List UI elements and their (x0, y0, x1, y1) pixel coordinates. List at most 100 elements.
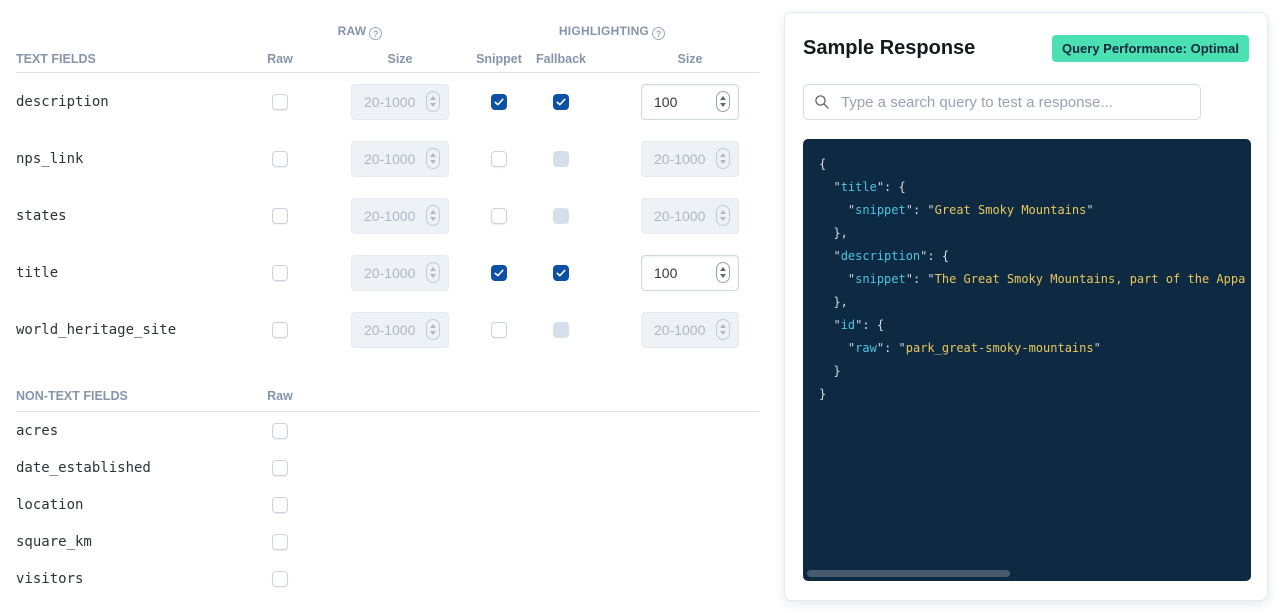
field-row-world_heritage_site: world_heritage_site 20-1000 20-1000 (16, 301, 760, 358)
fallback-checkbox-world_heritage_site (553, 321, 569, 338)
stepper-icon (716, 91, 730, 112)
snippet-checkbox-world_heritage_site[interactable] (491, 321, 507, 338)
group-header-row: RAW? HIGHLIGHTING? (16, 0, 760, 46)
check-icon (556, 98, 566, 105)
field-name-label: description (16, 93, 109, 110)
stepper-up-icon (720, 267, 726, 271)
raw-help-icon[interactable]: ? (369, 27, 383, 40)
field-row-description: description 20-1000 100 (16, 73, 760, 130)
search-box[interactable] (803, 84, 1201, 120)
stepper-up-icon (430, 96, 436, 100)
size-placeholder: 20-1000 (654, 207, 706, 224)
raw-checkbox-world_heritage_site[interactable] (272, 321, 288, 338)
code-line: "raw": "park_great-smoky-mountains" (847, 341, 1101, 355)
stepper-icon (716, 205, 730, 226)
snippet-checkbox-title[interactable] (491, 264, 507, 281)
raw-size-input-title: 20-1000 (351, 254, 449, 291)
code-line: "description": { (833, 249, 950, 263)
highlighting-size-input-world_heritage_site: 20-1000 (641, 311, 739, 348)
raw-size-input-world_heritage_site: 20-1000 (351, 311, 449, 348)
snippet-checkbox-description[interactable] (491, 93, 507, 110)
size-value: 100 (654, 93, 678, 110)
field-row-acres: acres (16, 412, 760, 449)
code-line: "snippet": "The Great Smoky Mountains, p… (847, 272, 1246, 286)
stepper-up-icon (720, 210, 726, 214)
response-code-block[interactable]: { "title": { "snippet": "Great Smoky Mou… (803, 139, 1251, 581)
sample-response-panel: Sample Response Query Performance: Optim… (784, 12, 1268, 601)
fallback-checkbox-nps_link (553, 150, 569, 167)
snippet-checkbox-states[interactable] (491, 207, 507, 224)
code-line: }, (819, 295, 848, 309)
highlighting-size-input-description[interactable]: 100 (641, 83, 739, 120)
col-header-raw: Raw (267, 52, 293, 66)
code-line: { (819, 157, 827, 171)
raw-size-input-states: 20-1000 (351, 197, 449, 234)
highlighting-size-input-nps_link: 20-1000 (641, 140, 739, 177)
size-placeholder: 20-1000 (364, 150, 416, 167)
col-header-raw-size: Size (387, 52, 413, 66)
size-placeholder: 20-1000 (364, 264, 416, 281)
code-line: "id": { (833, 318, 885, 332)
fallback-checkbox-description[interactable] (553, 93, 569, 110)
raw-checkbox-square_km[interactable] (272, 533, 288, 550)
stepper-down-icon (720, 103, 726, 107)
col-header-snippet: Snippet (476, 52, 522, 66)
col-header-fallback: Fallback (535, 52, 587, 66)
stepper-up-icon (430, 267, 436, 271)
raw-size-input-description: 20-1000 (351, 83, 449, 120)
panel-header: Sample Response Query Performance: Optim… (803, 35, 1249, 62)
size-placeholder: 20-1000 (654, 150, 706, 167)
raw-checkbox-acres[interactable] (272, 422, 288, 439)
field-row-title: title 20-1000 100 (16, 244, 760, 301)
size-placeholder: 20-1000 (364, 321, 416, 338)
raw-checkbox-nps_link[interactable] (272, 150, 288, 167)
search-query-input[interactable] (839, 92, 1190, 112)
raw-size-input-nps_link: 20-1000 (351, 140, 449, 177)
field-name-label: world_heritage_site (16, 321, 177, 338)
size-value: 100 (654, 264, 678, 281)
highlighting-help-icon[interactable]: ? (652, 27, 666, 40)
field-row-location: location (16, 486, 760, 523)
text-fields-rows: description 20-1000 100 nps_link 20-1000 20-1… (16, 73, 760, 358)
raw-checkbox-title[interactable] (272, 264, 288, 281)
stepper-up-icon (430, 324, 436, 328)
stepper-down-icon (430, 160, 436, 164)
stepper-icon (426, 319, 440, 340)
raw-checkbox-states[interactable] (272, 207, 288, 224)
stepper-down-icon (430, 331, 436, 335)
field-name-label: acres (16, 422, 59, 439)
stepper-up-icon (430, 210, 436, 214)
non-text-fields-header-row: NON-TEXT FIELDS Raw (16, 378, 760, 412)
stepper-down-icon (430, 217, 436, 221)
size-placeholder: 20-1000 (364, 207, 416, 224)
stepper-up-icon (430, 153, 436, 157)
field-row-square_km: square_km (16, 523, 760, 560)
raw-checkbox-date_established[interactable] (272, 459, 288, 476)
field-name-label: date_established (16, 459, 151, 476)
fallback-checkbox-title[interactable] (553, 264, 569, 281)
stepper-icon (716, 148, 730, 169)
field-name-label: location (16, 496, 84, 513)
size-placeholder: 20-1000 (654, 321, 706, 338)
check-icon (494, 98, 504, 105)
stepper-down-icon (720, 217, 726, 221)
snippet-checkbox-nps_link[interactable] (491, 150, 507, 167)
fallback-checkbox-states (553, 207, 569, 224)
highlighting-size-input-states: 20-1000 (641, 197, 739, 234)
field-name-label: nps_link (16, 150, 84, 167)
field-name-label: title (16, 264, 59, 281)
stepper-up-icon (720, 153, 726, 157)
stepper-up-icon (720, 96, 726, 100)
raw-checkbox-visitors[interactable] (272, 570, 288, 587)
horizontal-scrollbar-thumb[interactable] (807, 570, 1010, 577)
code-line: "snippet": "Great Smoky Mountains" (847, 203, 1094, 217)
raw-checkbox-location[interactable] (272, 496, 288, 513)
stepper-down-icon (720, 331, 726, 335)
panel-title: Sample Response (803, 37, 976, 59)
stepper-icon (426, 91, 440, 112)
highlighting-size-input-title[interactable]: 100 (641, 254, 739, 291)
col-header-non-text-raw: Raw (267, 389, 293, 403)
field-row-visitors: visitors (16, 560, 760, 597)
stepper-icon (426, 262, 440, 283)
raw-checkbox-description[interactable] (272, 93, 288, 110)
